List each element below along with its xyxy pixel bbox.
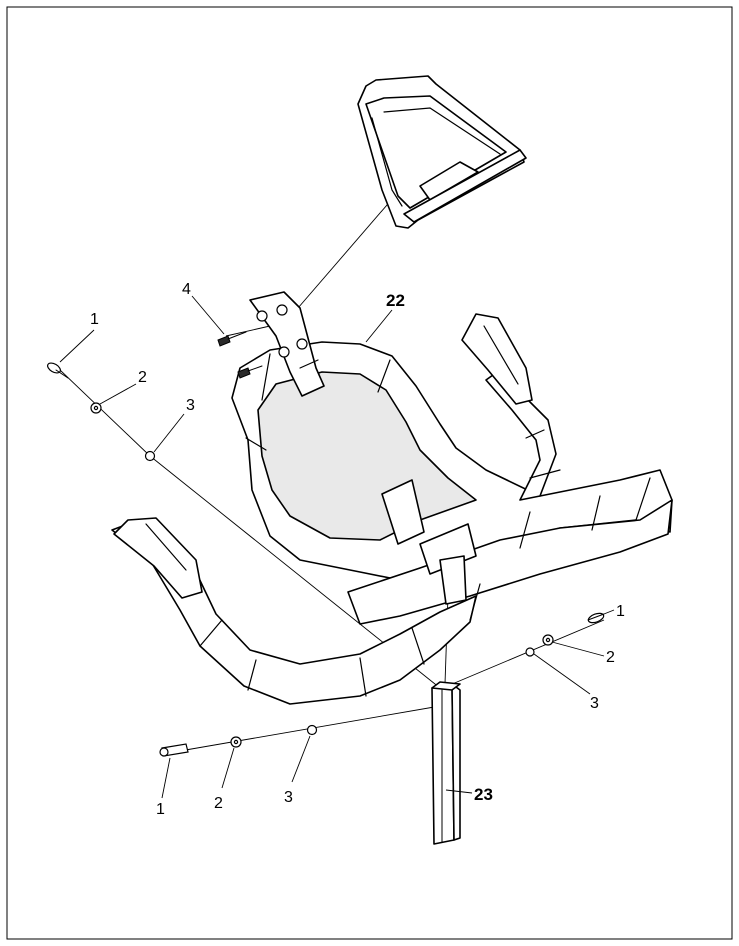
callout-2-top-left: 2 <box>138 369 147 386</box>
callout-22: 22 <box>386 291 405 310</box>
callout-2-bottom: 2 <box>214 795 223 812</box>
bracket-screws <box>217 331 263 379</box>
callout-2-right: 2 <box>606 649 615 666</box>
callout-4: 4 <box>182 281 191 298</box>
handlebar-assembly <box>111 291 673 705</box>
callout-1-right: 1 <box>616 603 625 620</box>
device-tray <box>357 75 527 229</box>
hardware-set-bottom <box>159 724 318 757</box>
handlebar-post <box>431 681 461 845</box>
callouts: 22 23 4 1 2 3 1 2 3 1 2 3 <box>59 281 625 818</box>
callout-3-top-left: 3 <box>186 397 195 414</box>
callout-23: 23 <box>474 785 493 804</box>
callout-1-bottom: 1 <box>156 801 165 818</box>
callout-3-right: 3 <box>590 695 599 712</box>
callout-1-top-left: 1 <box>90 311 99 328</box>
callout-3-bottom: 3 <box>284 789 293 806</box>
hardware-set-right <box>525 612 605 657</box>
hardware-set-top-left <box>47 362 156 462</box>
